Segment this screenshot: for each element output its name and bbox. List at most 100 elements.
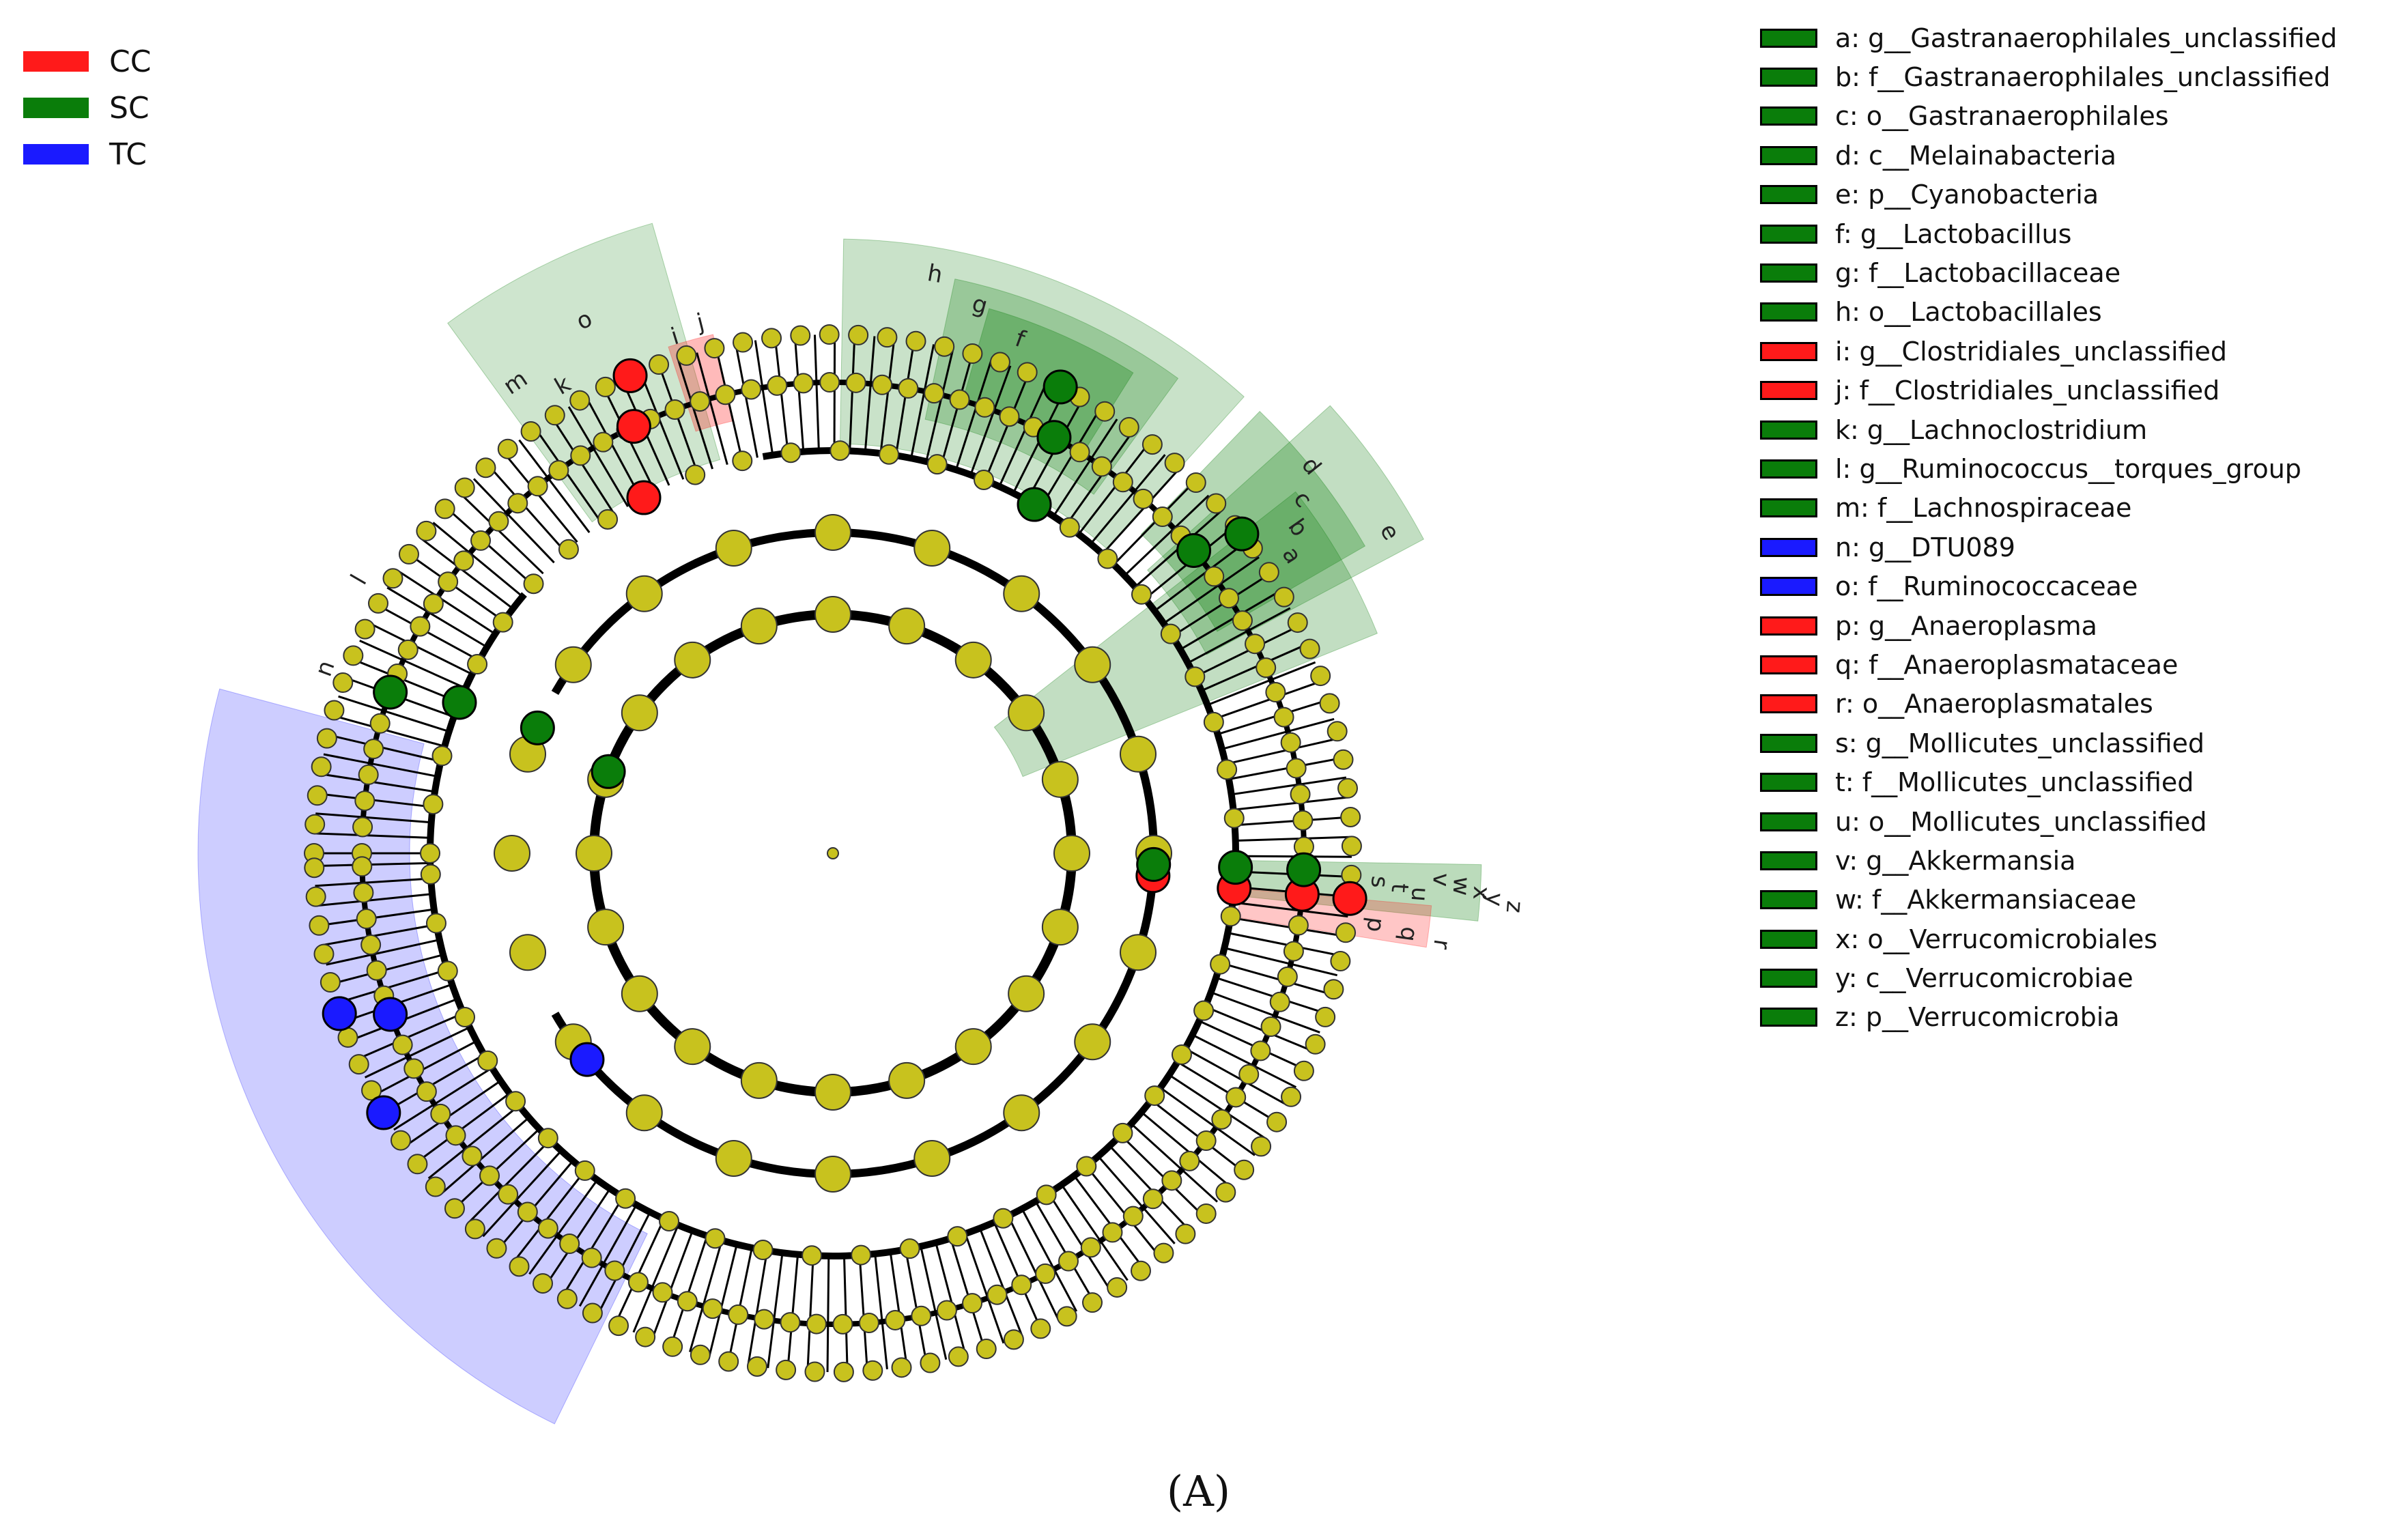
leaf-edge [356, 1012, 464, 1061]
taxon-node [1011, 1274, 1032, 1296]
taxon-node [1175, 1223, 1196, 1244]
taxon-node [368, 593, 389, 614]
taxon-node [533, 1273, 554, 1294]
taxa-label-w: w: f__Akkermansiaceae [1835, 885, 2137, 915]
taxa-swatch-q [1760, 655, 1817, 674]
taxon-node [497, 438, 518, 459]
taxon-node [1288, 915, 1309, 936]
taxon-node [1122, 1206, 1144, 1227]
taxon-node [1041, 760, 1079, 798]
leaf-edge [1230, 916, 1346, 937]
taxon-node [934, 336, 955, 357]
taxa-label-a: a: g__Gastranaerophilales_unclassified [1835, 23, 2338, 53]
taxon-node [1223, 808, 1245, 829]
taxon-node [819, 372, 840, 393]
leaf-edge [596, 1212, 651, 1316]
leaf-edge [1217, 698, 1329, 735]
taxon-node [434, 498, 455, 519]
taxon-node [438, 571, 459, 593]
biomarker-node-cc [616, 409, 651, 444]
taxon-node [754, 1309, 775, 1330]
taxa-legend-item-k: k: g__Lachnoclostridium [1760, 410, 2337, 449]
taxon-node [1283, 941, 1304, 962]
leaf-edge [1224, 947, 1338, 977]
taxon-node [858, 1312, 879, 1333]
leaf-edge [1101, 467, 1181, 555]
taxon-node [948, 1346, 969, 1367]
taxon-node [905, 330, 926, 352]
taxon-node [544, 405, 565, 426]
taxon-node [1193, 1000, 1215, 1021]
clade-letter-u: u [1406, 886, 1434, 902]
taxon-node [1203, 711, 1224, 732]
clade-letter-w: w [1447, 876, 1475, 896]
leaf-edge [1047, 1193, 1112, 1292]
taxon-node [1141, 434, 1163, 455]
taxon-node [1119, 934, 1157, 971]
taxon-node [354, 790, 375, 812]
taxon-node [1069, 442, 1090, 463]
taxa-label-k: k: g__Lachnoclostridium [1835, 414, 2148, 445]
taxon-node [1082, 1292, 1103, 1313]
taxon-node [1195, 1130, 1217, 1152]
taxon-node [309, 915, 330, 936]
taxon-node [587, 909, 625, 946]
taxon-node [1266, 1111, 1288, 1132]
taxon-node [615, 1188, 636, 1209]
leaf-edge [445, 507, 534, 586]
leaf-edge [806, 1255, 814, 1372]
leaf-edge [1187, 607, 1291, 664]
leaf-edge [747, 1250, 769, 1366]
taxon-node [569, 390, 591, 411]
taxon-node [1281, 1086, 1302, 1107]
taxon-node [1292, 810, 1314, 831]
taxa-swatch-a [1760, 28, 1817, 48]
taxon-node [398, 543, 419, 565]
taxa-swatch-o [1760, 577, 1817, 597]
sector-c [993, 491, 1378, 778]
taxon-node [520, 421, 541, 442]
taxon-node [1185, 666, 1206, 687]
taxon-node [1102, 1222, 1123, 1243]
leaf-edge [487, 464, 567, 553]
taxa-legend-item-b: b: f__Gastranaerophilales_unclassified [1760, 57, 2337, 96]
taxon-node [913, 530, 951, 567]
leaf-edge [954, 358, 993, 470]
leaf-edge [1077, 441, 1150, 535]
taxon-node [352, 816, 373, 838]
taxon-node [304, 857, 325, 879]
taxon-node [987, 1284, 1008, 1305]
taxon-node [911, 1305, 932, 1326]
leaf-edge [786, 1254, 799, 1371]
taxon-node [431, 745, 453, 767]
leaf-edge [774, 337, 789, 453]
clade-letter-j: j [694, 309, 707, 337]
taxon-node [1152, 507, 1173, 528]
taxon-node [1265, 682, 1286, 703]
taxon-node [423, 794, 444, 815]
leaf-edge [1034, 1201, 1095, 1302]
taxon-node [1074, 646, 1111, 683]
clade-letter-v: v [1427, 872, 1455, 887]
taxon-node [780, 442, 802, 464]
taxon-node [1080, 1237, 1101, 1258]
taxon-node [1204, 566, 1225, 587]
taxon-node [444, 1198, 465, 1219]
leaf-edge [567, 406, 629, 507]
taxon-node [1142, 1188, 1163, 1210]
taxa-swatch-l [1760, 459, 1817, 479]
taxa-legend-item-u: u: o__Mollicutes_unclassified [1760, 802, 2337, 841]
leaf-edge [373, 1040, 477, 1096]
taxon-node [1315, 1006, 1336, 1027]
leaf-edge [696, 352, 728, 466]
leaf-edge [323, 753, 438, 778]
biomarker-node-tc [322, 996, 357, 1031]
taxon-node [1220, 906, 1241, 927]
leaf-edge [1097, 1155, 1176, 1244]
leaf-edge [1228, 756, 1344, 780]
taxa-legend-item-n: n: g__DTU089 [1760, 528, 2337, 567]
taxon-node [936, 1300, 957, 1321]
sc-swatch [23, 98, 89, 118]
leaf-edge [1180, 590, 1281, 651]
taxon-node [989, 352, 1010, 373]
